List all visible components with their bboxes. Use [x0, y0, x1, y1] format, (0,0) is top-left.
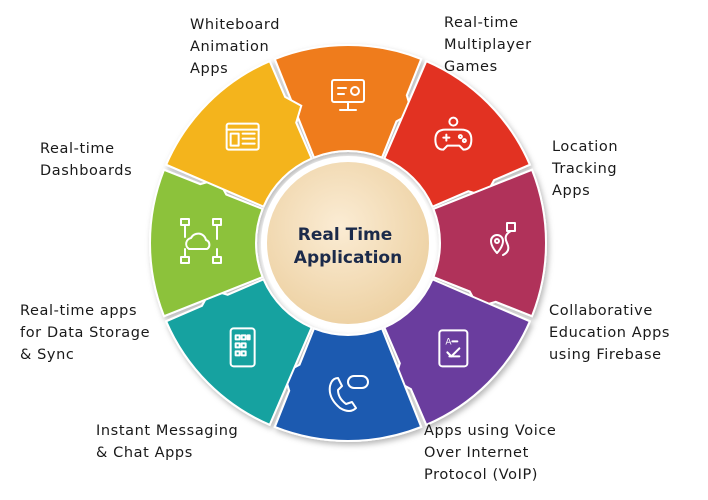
voip-phone-icon: [328, 375, 369, 412]
whiteboard-icon: [331, 79, 365, 111]
svg-text:A: A: [445, 337, 452, 347]
label-line: Multiplayer: [444, 37, 532, 53]
gamepad-icon: [434, 116, 473, 151]
translate-tablet-icon: A: [438, 329, 469, 368]
label-line: Real-time apps: [20, 303, 138, 319]
dashboard-icon: [225, 122, 260, 151]
label-line: & Chat Apps: [96, 445, 193, 461]
location-pin-icon: [490, 222, 516, 256]
center-title-line-2: Application: [294, 248, 402, 268]
label-voip: Apps using Voice Over Internet Protocol …: [424, 420, 556, 486]
label-line: Real-time: [40, 141, 115, 157]
label-multiplayer: Real-time Multiplayer Games: [444, 12, 532, 78]
label-line: Apps: [552, 183, 591, 199]
label-line: & Sync: [20, 347, 75, 363]
label-whiteboard: Whiteboard Animation Apps: [190, 14, 280, 80]
label-line: Games: [444, 59, 498, 75]
center-circle: [261, 156, 435, 330]
label-location: Location Tracking Apps: [552, 136, 618, 202]
label-line: Protocol (VoIP): [424, 467, 539, 483]
label-line: Instant Messaging: [96, 423, 239, 439]
label-line: Location: [552, 139, 619, 155]
label-line: Over Internet: [424, 445, 529, 461]
label-line: Tracking: [552, 161, 618, 177]
label-line: Whiteboard: [190, 17, 281, 33]
segment-education: [383, 278, 532, 427]
label-messaging: Instant Messaging & Chat Apps: [96, 420, 238, 464]
label-line: for Data Storage: [20, 325, 151, 341]
center-title: Real Time Application: [294, 225, 402, 268]
label-line: Collaborative: [549, 303, 653, 319]
label-education: Collaborative Education Apps using Fireb…: [549, 300, 670, 366]
label-line: Real-time: [444, 15, 519, 31]
segment-multiplayer: [383, 59, 532, 208]
cloud-network-icon: [180, 218, 222, 264]
segment-icons: A: [180, 79, 516, 412]
label-dashboards: Real-time Dashboards: [40, 138, 132, 182]
center-title-line-1: Real Time: [298, 225, 393, 245]
label-storage: Real-time apps for Data Storage & Sync: [20, 300, 150, 366]
label-line: Education Apps: [549, 325, 671, 341]
label-line: Animation: [190, 39, 270, 55]
segment-storage: [149, 168, 264, 318]
chat-keypad-icon: [229, 327, 256, 368]
segment-location: [432, 168, 547, 318]
label-line: using Firebase: [549, 347, 662, 363]
label-line: Dashboards: [40, 163, 133, 179]
label-line: Apps using Voice: [424, 423, 557, 439]
label-line: Apps: [190, 61, 229, 77]
